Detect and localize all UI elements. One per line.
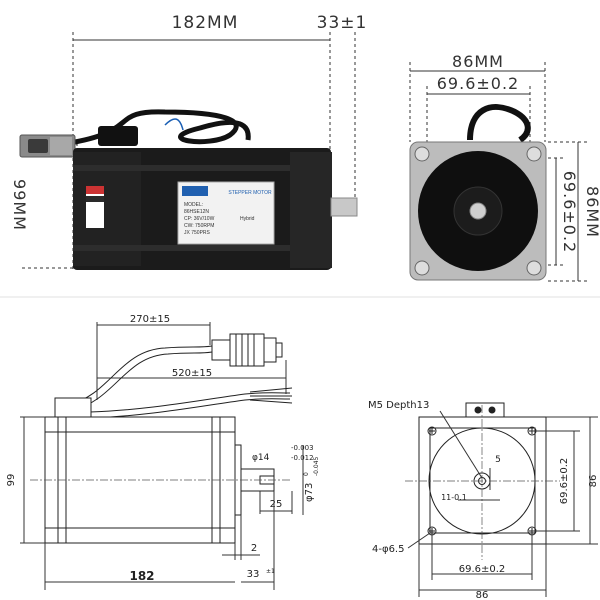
front-shaft xyxy=(469,202,487,220)
flange-width-86-label: 86 xyxy=(476,590,489,600)
shaft-diameter-label: φ14 xyxy=(252,453,270,463)
front-drawing: M5 Depth13 5 11-0.1 4-φ6.5 69.6±0.2 86 6… xyxy=(368,400,599,600)
flange-thickness-label: 2 xyxy=(251,543,257,554)
front-photo: 86MM 69.6±0.2 86MM 69.6±0.2 xyxy=(409,52,600,282)
shaft-length-label: 33 xyxy=(247,569,260,580)
shaft-flat-label: 11-0.1 xyxy=(441,493,467,502)
flange-width-label: 86MM xyxy=(452,52,504,71)
side-drawing: 270±15 520±15 xyxy=(6,314,320,590)
thread-label: M5 Depth13 xyxy=(368,400,429,411)
pilot-tol-upper-label: 0 xyxy=(303,472,310,476)
cable-gland xyxy=(54,397,92,418)
cable xyxy=(74,109,251,145)
nameplate: STEPPER MOTOR MODEL: 86HSE12N CP: 36V/10… xyxy=(177,181,275,245)
side-photo: 182MM 33±1 99MM STEPPER MOTOR MODEL: 86H… xyxy=(10,13,368,270)
height-dimension-label: 99MM xyxy=(10,179,29,231)
nameplate-power: CP: 36V/10W xyxy=(184,216,215,222)
nameplate-brand: STEPPER MOTOR xyxy=(228,190,272,196)
bolt-spacing-v-label: 69.6±0.2 xyxy=(559,458,570,505)
nameplate-model-label: MODEL: xyxy=(184,202,203,208)
bolt-height-label: 69.6±0.2 xyxy=(560,171,579,253)
flange-height-86-label: 86 xyxy=(588,475,599,488)
shaft-length-tol-label: ±1 xyxy=(266,568,275,575)
front-flange-outline xyxy=(418,416,547,545)
mount-hole-top-left xyxy=(414,146,430,162)
pilot-tol-lower-label: -0.045 xyxy=(313,456,320,476)
flange-height-label: 86MM xyxy=(583,186,600,238)
bolt-spacing-h-label: 69.6±0.2 xyxy=(459,564,506,575)
length-dimension-label: 182MM xyxy=(172,13,239,33)
key-depth-label: 5 xyxy=(495,455,501,465)
holes-label: 4-φ6.5 xyxy=(372,544,404,555)
cable-clamp xyxy=(98,126,138,146)
shaft-tol-upper-label: -0.003 xyxy=(291,444,314,452)
cable-length-520-label: 520±15 xyxy=(172,368,212,379)
bolt-width-label: 69.6±0.2 xyxy=(437,74,519,93)
cable-length-270-label: 270±15 xyxy=(130,314,170,325)
body-length-label: 182 xyxy=(129,569,154,583)
mount-hole-top-right xyxy=(526,146,542,162)
nameplate-encoder: JX 750PRS xyxy=(184,230,211,236)
hole-top-left xyxy=(427,426,437,436)
nameplate-type: Hybrid xyxy=(240,216,255,222)
shaft-dimension-label: 33±1 xyxy=(317,13,368,33)
nameplate-speed: CW: 750RPM xyxy=(184,223,214,229)
connector-drawing xyxy=(211,333,283,367)
key-length-label: 25 xyxy=(270,499,283,510)
nameplate-model: 86HSE12N xyxy=(184,209,209,215)
mount-hole-bottom-right xyxy=(526,260,542,276)
motor-shaft xyxy=(330,197,358,217)
shaft-tol-lower-label: -0.012 xyxy=(291,454,314,462)
mount-hole-bottom-left xyxy=(414,260,430,276)
height-99-label: 99 xyxy=(6,474,17,487)
pilot-diameter-label: φ73 xyxy=(304,483,315,502)
